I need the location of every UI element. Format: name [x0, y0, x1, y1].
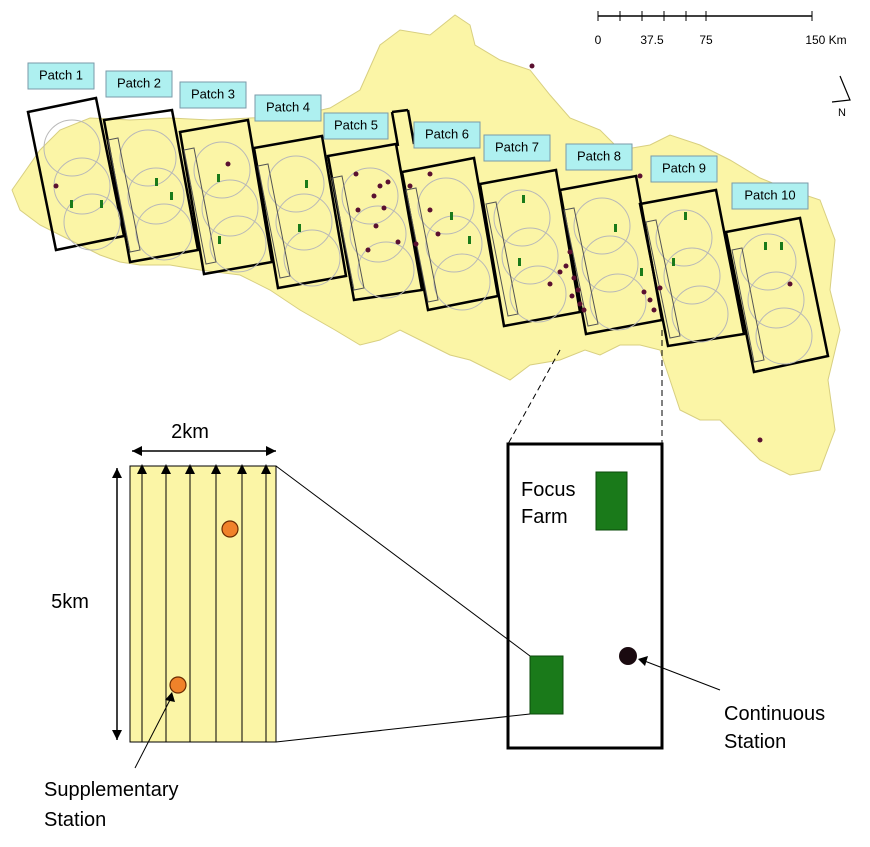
svg-text:Patch 5: Patch 5 — [334, 117, 378, 132]
north-label: N — [838, 107, 846, 119]
scale-tick-3: 150 Km — [805, 33, 846, 47]
patch-rect-3 — [178, 118, 274, 276]
hatched-strips — [107, 137, 765, 363]
svg-text:Patch 1: Patch 1 — [39, 67, 83, 82]
patch-label-7: Patch 7 — [483, 134, 551, 162]
patch-label-1: Patch 1 — [27, 62, 95, 90]
scale-tick-2: 75 — [699, 33, 713, 47]
patch-rect-9 — [638, 188, 746, 348]
svg-text:Patch 7: Patch 7 — [495, 139, 539, 154]
supplementary-station-label-2: Station — [44, 809, 106, 831]
detail-panel: 2km 5km Supplementary Station — [44, 421, 277, 831]
focus-farm-label-2: Farm — [521, 506, 568, 528]
svg-text:Patch 4: Patch 4 — [266, 99, 310, 114]
sampling-circles — [43, 119, 813, 365]
north-arrow-icon: N — [831, 75, 851, 119]
patch-label-2: Patch 2 — [105, 70, 173, 98]
station-dots — [53, 63, 793, 443]
svg-text:Patch 8: Patch 8 — [577, 148, 621, 163]
supplementary-station-label-1: Supplementary — [44, 779, 179, 801]
patch-rect-7 — [478, 168, 582, 328]
zoom-panel: Focus Farm Continuous Station — [506, 442, 825, 753]
patch-label-3: Patch 3 — [179, 81, 247, 109]
svg-text:Patch 6: Patch 6 — [425, 126, 469, 141]
patch-rect-2 — [102, 108, 200, 264]
supplementary-station-icon — [169, 676, 187, 694]
patch-label-10: Patch 10 — [731, 182, 809, 210]
continuous-station-icon — [619, 647, 637, 665]
scale-bar: 0 37.5 75 150 Km — [595, 11, 847, 47]
patch-label-9: Patch 9 — [650, 155, 718, 183]
patch-rect-5 — [326, 142, 424, 302]
connector-lines — [275, 465, 531, 743]
patch-rect-4 — [252, 134, 348, 290]
continuous-station-label-2: Station — [724, 731, 786, 753]
svg-text:Patch 2: Patch 2 — [117, 75, 161, 90]
patch-rect-10 — [724, 216, 830, 374]
scale-tick-1: 37.5 — [640, 33, 664, 47]
zoom-leader-lines — [507, 330, 663, 445]
width-label: 2km — [171, 421, 209, 443]
focus-farm-label-1: Focus — [521, 479, 575, 501]
svg-text:Patch 9: Patch 9 — [662, 160, 706, 175]
patch-rects — [26, 96, 830, 374]
patch-label-6: Patch 6 — [413, 121, 481, 149]
patch-label-4: Patch 4 — [254, 94, 322, 122]
svg-text:Patch 3: Patch 3 — [191, 86, 235, 101]
patch-label-8: Patch 8 — [565, 143, 633, 171]
scale-tick-0: 0 — [595, 33, 602, 47]
continuous-station-label-1: Continuous — [724, 703, 825, 725]
farm-marks — [70, 174, 783, 276]
patch-label-5: Patch 5 — [323, 112, 389, 140]
focus-farm-icon — [595, 471, 628, 531]
supplementary-station-icon — [221, 520, 239, 538]
svg-text:Patch 10: Patch 10 — [744, 187, 795, 202]
farm-rect-icon — [529, 655, 564, 715]
height-label: 5km — [51, 591, 89, 613]
